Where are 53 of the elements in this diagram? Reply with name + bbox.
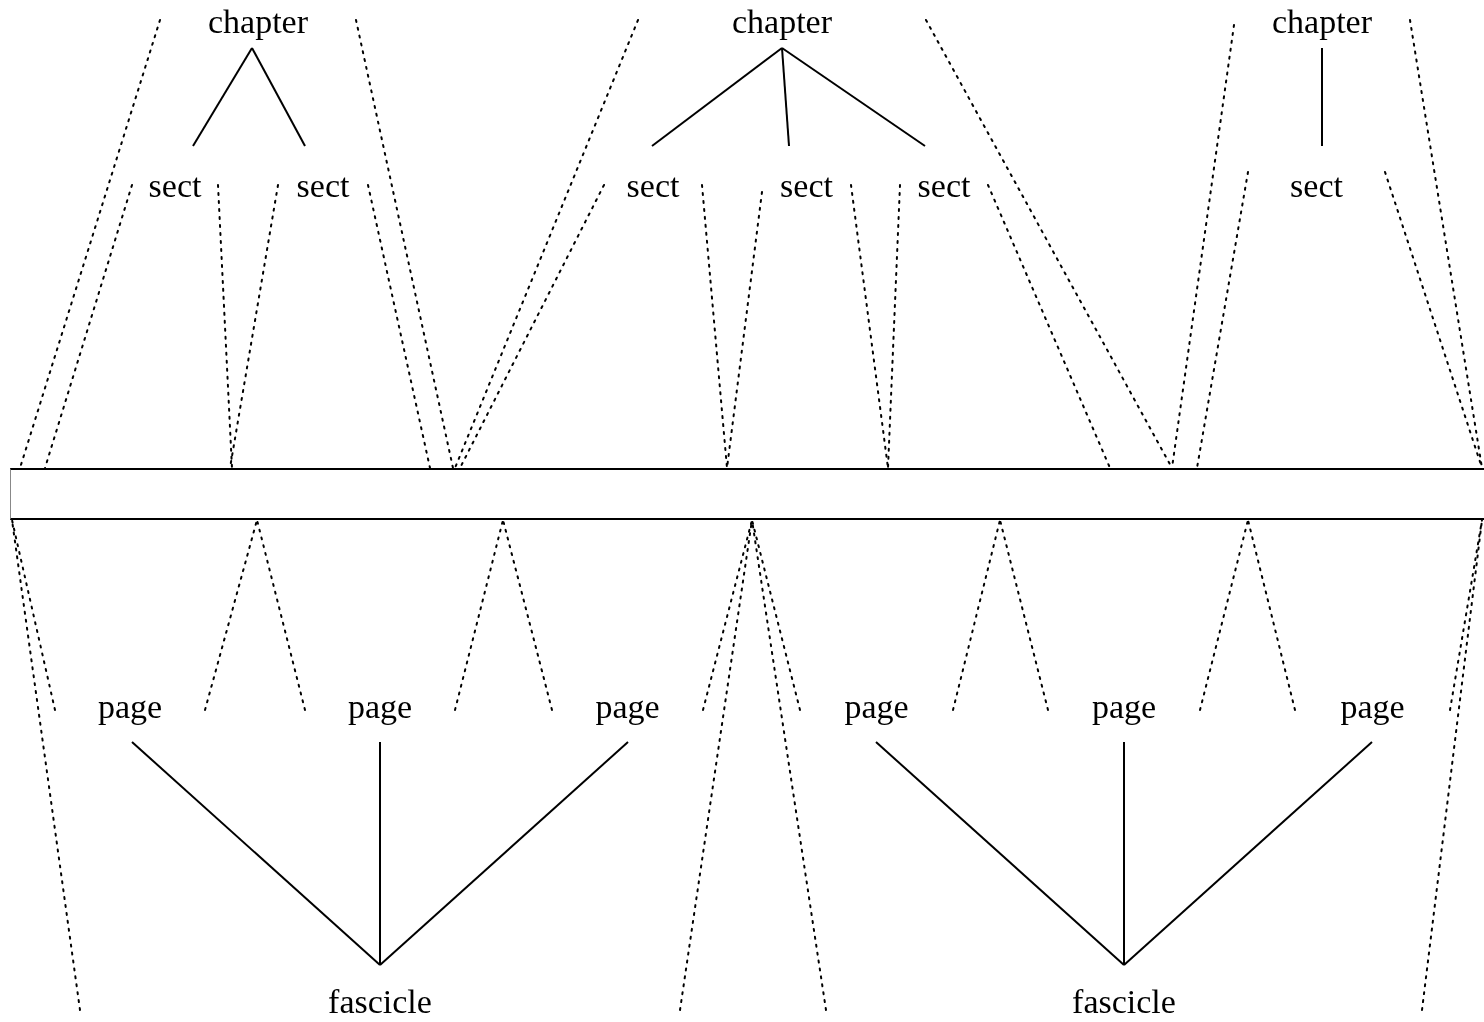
- connector-line: [251, 47, 306, 147]
- dotted-line: [887, 184, 901, 469]
- node-label: page: [1091, 687, 1157, 727]
- dotted-line: [1449, 519, 1483, 711]
- node-label: page: [97, 687, 163, 727]
- dotted-line: [952, 519, 1001, 711]
- connector-line: [781, 47, 790, 147]
- node-label: fascicle: [328, 982, 432, 1022]
- connector-line: [1321, 47, 1323, 147]
- dotted-line: [454, 519, 504, 711]
- node-label: sect: [296, 166, 350, 206]
- dotted-line: [11, 519, 56, 711]
- dotted-line: [1247, 519, 1296, 711]
- connector-line: [651, 47, 783, 147]
- dotted-line: [19, 19, 161, 469]
- node-label: chapter: [207, 2, 308, 42]
- dotted-line: [987, 184, 1111, 469]
- node-label: sect: [780, 166, 833, 206]
- dotted-line: [459, 184, 605, 469]
- node-label: page: [844, 687, 909, 727]
- connector-line: [379, 741, 381, 966]
- dotted-line: [701, 184, 728, 469]
- connector-line: [1123, 741, 1373, 966]
- node-label: sect: [1290, 166, 1343, 206]
- connector-line: [192, 47, 253, 147]
- node-label: page: [595, 687, 660, 727]
- dotted-line: [454, 19, 639, 469]
- dotted-line: [217, 184, 233, 469]
- dotted-line: [1196, 171, 1249, 469]
- node-label: sect: [148, 166, 202, 206]
- connector-line: [875, 741, 1125, 966]
- dotted-line: [355, 19, 454, 469]
- connector-line: [379, 741, 629, 966]
- node-label: chapter: [1271, 2, 1372, 42]
- node-label: sect: [917, 166, 971, 206]
- text-bar: [10, 468, 1484, 520]
- dotted-line: [751, 519, 801, 711]
- dotted-line: [999, 519, 1049, 711]
- node-label: fascicle: [1072, 982, 1176, 1022]
- dotted-line: [702, 519, 753, 711]
- dotted-line: [367, 184, 431, 469]
- dotted-line: [204, 519, 258, 711]
- node-label: sect: [626, 166, 680, 206]
- dotted-line: [1199, 519, 1249, 711]
- node-label: page: [1340, 687, 1405, 727]
- dotted-line: [44, 184, 133, 469]
- connector-line: [781, 47, 926, 147]
- node-label: chapter: [731, 2, 832, 42]
- node-label: page: [347, 687, 413, 727]
- dotted-line: [502, 519, 553, 711]
- dotted-line: [256, 519, 306, 711]
- connector-line: [1123, 741, 1125, 966]
- connector-line: [131, 741, 381, 966]
